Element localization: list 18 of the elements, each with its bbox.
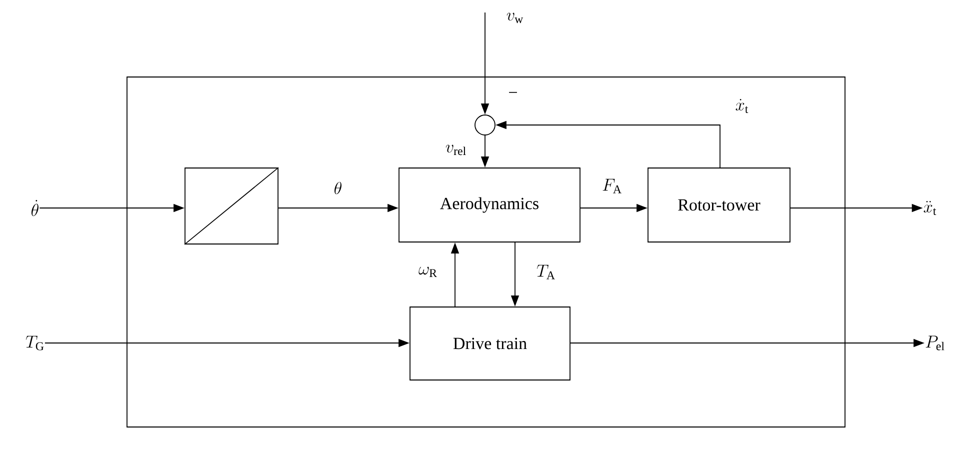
minus-sign: − [509, 92, 517, 93]
edge-label: $\omega_\mathrm{R}$ [418, 266, 438, 278]
process-box: Drive train [410, 306, 570, 380]
signal-label: $\dot{\theta}$ [32, 200, 38, 216]
system-box [126, 76, 846, 428]
summing-junction [474, 114, 496, 136]
process-box: Aerodynamics [398, 168, 580, 242]
edge-label: $F_\mathrm{A}$ [600, 178, 624, 194]
signal-label: $v_\mathrm{w}$ [506, 12, 524, 24]
edge-label: $T_\mathrm{A}$ [536, 264, 556, 280]
converter-block [184, 167, 279, 245]
process-box: Rotor-tower [648, 168, 790, 242]
edge-label: $\dot{x}_\mathrm{t}$ [734, 98, 750, 114]
signal-label: $\ddot{x}_\mathrm{t}$ [924, 200, 936, 216]
edge-label: $v_\mathrm{rel}$ [444, 144, 468, 156]
edge-label: $\theta$ [332, 181, 344, 195]
signal-label: $T_\mathrm{G}$ [26, 336, 44, 350]
signal-label: $P_\mathrm{el}$ [926, 336, 944, 350]
